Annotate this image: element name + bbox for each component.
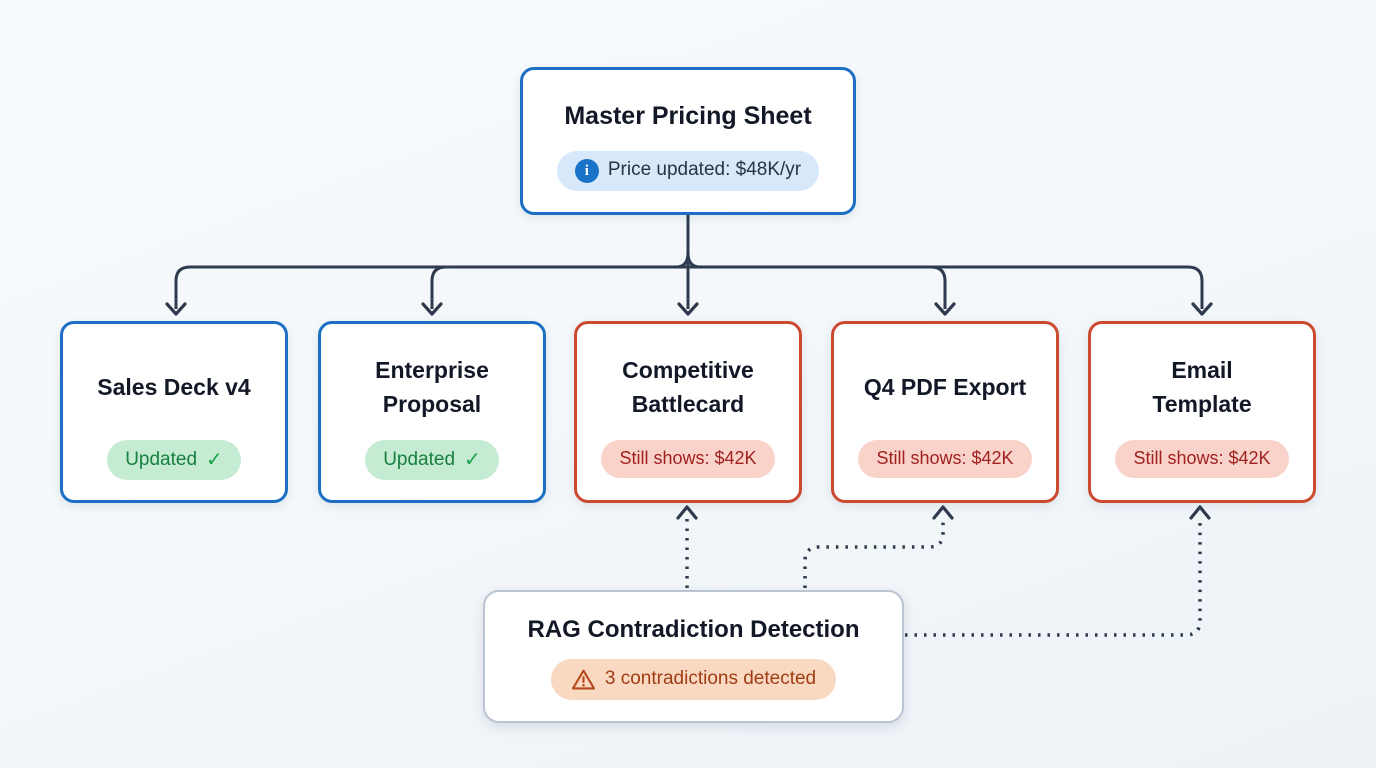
- arrow-up-icon: [932, 505, 954, 520]
- node-title: Enterprise Proposal: [375, 356, 489, 418]
- arrow-down-icon: [677, 302, 699, 316]
- updated-badge: Updated ✓: [107, 440, 241, 480]
- node-email-template: Email Template Still shows: $42K: [1088, 321, 1316, 503]
- updated-badge: Updated ✓: [365, 440, 499, 480]
- info-icon: i: [574, 158, 599, 183]
- badge-label: Updated: [125, 448, 198, 470]
- stale-price-badge: Still shows: $42K: [601, 440, 775, 478]
- stale-price-badge: Still shows: $42K: [1115, 440, 1289, 478]
- arrow-up-icon: [1189, 505, 1211, 520]
- arrow-down-icon: [1191, 302, 1213, 316]
- node-q4-pdf-export: Q4 PDF Export Still shows: $42K: [831, 321, 1059, 503]
- node-rag-contradiction-detection: RAG Contradiction Detection 3 contradict…: [483, 590, 904, 723]
- warning-icon: [571, 669, 595, 690]
- node-enterprise-proposal: Enterprise Proposal Updated ✓: [318, 321, 546, 503]
- arrow-down-icon: [165, 302, 187, 316]
- arrow-up-icon: [676, 505, 698, 520]
- node-title: Competitive Battlecard: [622, 356, 754, 418]
- node-title: Email Template: [1152, 356, 1252, 418]
- dotted-link-email: [905, 518, 1202, 637]
- node-competitive-battlecard: Competitive Battlecard Still shows: $42K: [574, 321, 802, 503]
- node-sales-deck-v4: Sales Deck v4 Updated ✓: [60, 321, 288, 503]
- check-icon: ✓: [464, 449, 481, 471]
- badge-label: Price updated: $48K/yr: [607, 159, 802, 181]
- stale-price-badge: Still shows: $42K: [858, 440, 1032, 478]
- detection-connectors: [676, 505, 1211, 637]
- badge-label: 3 contradictions detected: [604, 668, 817, 690]
- node-title: Master Pricing Sheet: [564, 102, 812, 130]
- price-updated-badge: i Price updated: $48K/yr: [556, 150, 820, 191]
- node-title: Sales Deck v4: [97, 373, 251, 400]
- node-title: RAG Contradiction Detection: [527, 616, 860, 643]
- contradictions-badge: 3 contradictions detected: [550, 659, 837, 700]
- badge-label: Updated: [383, 448, 456, 470]
- tree-connector: [165, 215, 1213, 316]
- check-icon: ✓: [206, 449, 223, 471]
- arrow-down-icon: [421, 302, 443, 316]
- dotted-link-q4-pdf: [803, 518, 945, 588]
- arrow-down-icon: [934, 302, 956, 316]
- node-title: Q4 PDF Export: [863, 373, 1027, 400]
- node-master-pricing-sheet: Master Pricing Sheet i Price updated: $4…: [520, 67, 856, 215]
- badge-label: Still shows: $42K: [1133, 448, 1271, 468]
- badge-label: Still shows: $42K: [876, 448, 1014, 468]
- badge-label: Still shows: $42K: [619, 448, 757, 468]
